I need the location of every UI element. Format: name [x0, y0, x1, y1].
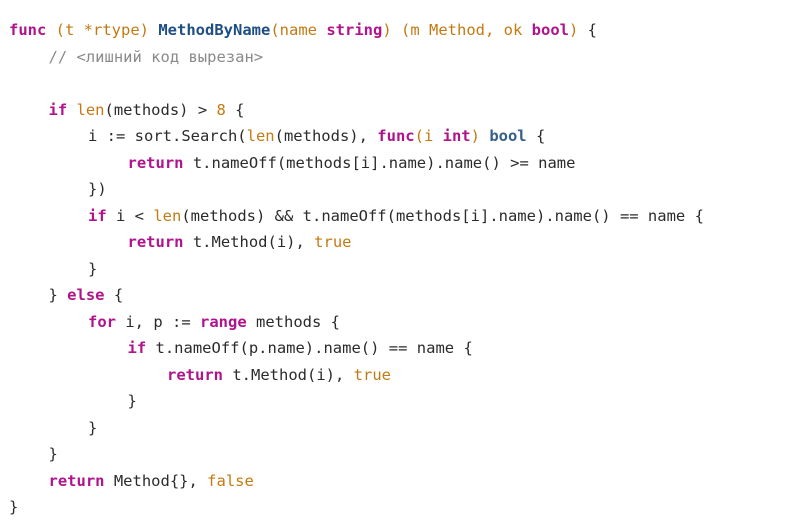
code-token: i < — [106, 206, 154, 225]
code-line: } — [9, 415, 704, 442]
code-line: } — [9, 256, 704, 283]
code-token: return — [127, 233, 184, 251]
code-token: { — [225, 100, 245, 119]
code-token: return — [127, 153, 184, 172]
code-token: } — [88, 259, 98, 278]
code-token: false — [207, 471, 254, 490]
code-line: i := sort.Search(len(methods), func(i in… — [9, 123, 704, 150]
code-line: if len(methods) > 8 { — [9, 97, 704, 124]
code-token: t.nameOff(methods[i].name).name() >= nam… — [183, 153, 576, 172]
code-token: ) — [382, 21, 392, 39]
code-token — [149, 21, 158, 39]
code-line: } else { — [9, 282, 704, 309]
code-token: { — [578, 21, 598, 39]
code-token: len — [246, 127, 275, 145]
code-line: } — [9, 388, 704, 415]
code-block: func (t *rtype) MethodByName(name string… — [9, 17, 704, 521]
code-token: func — [377, 127, 415, 145]
code-token: i := sort.Search( — [88, 127, 247, 145]
code-token: MethodByName — [158, 21, 271, 39]
code-token: bool — [531, 21, 569, 39]
code-token: { — [526, 127, 546, 145]
code-token: if — [127, 339, 147, 357]
code-token: (name — [270, 21, 327, 39]
code-token: }) — [88, 180, 107, 198]
code-token: true — [353, 365, 391, 384]
code-token: (i — [414, 127, 443, 145]
code-token — [67, 101, 76, 119]
code-token: (t *rtype) — [55, 21, 149, 39]
code-token: } — [48, 286, 68, 304]
code-token: t.Method(i), — [183, 233, 315, 251]
code-token: } — [88, 418, 98, 437]
code-line: } — [9, 441, 704, 468]
code-token: ) — [470, 127, 480, 145]
code-line — [9, 70, 704, 97]
code-token: 8 — [216, 100, 226, 119]
code-token: t.nameOff(p.name).name() == name { — [146, 339, 473, 357]
code-token: if — [48, 100, 68, 119]
code-token: (m Method, ok — [401, 21, 532, 39]
code-token — [46, 21, 55, 39]
code-token: else — [67, 286, 105, 304]
code-token: // <лишний код вырезан> — [48, 47, 264, 66]
code-token: ) — [569, 21, 579, 39]
code-token: for — [88, 312, 116, 331]
code-token: len — [76, 100, 105, 119]
code-token: methods { — [246, 312, 340, 331]
code-token: { — [104, 286, 124, 304]
code-line: if t.nameOff(p.name).name() == name { — [9, 335, 704, 362]
code-token: } — [9, 498, 19, 516]
code-token: len — [153, 206, 182, 225]
code-token: } — [127, 392, 137, 410]
code-line: return t.Method(i), true — [9, 362, 704, 389]
code-line: func (t *rtype) MethodByName(name string… — [9, 17, 704, 44]
code-token: string — [326, 21, 383, 39]
code-line: }) — [9, 176, 704, 203]
code-token: return — [167, 365, 223, 384]
code-token: (methods) > — [104, 100, 217, 119]
code-token — [392, 21, 401, 39]
code-token: (methods), — [274, 127, 378, 145]
code-line: return t.Method(i), true — [9, 229, 704, 256]
code-token: range — [200, 312, 247, 331]
code-token: if — [88, 206, 107, 225]
code-token: (methods) && t.nameOff(methods[i].name).… — [181, 206, 704, 225]
code-token: bool — [489, 127, 527, 145]
code-token: int — [442, 127, 471, 145]
code-line: // <лишний код вырезан> — [9, 44, 704, 71]
code-token — [480, 127, 489, 145]
code-token: func — [9, 21, 47, 39]
code-line: } — [9, 494, 704, 521]
code-token: i, p := — [116, 312, 200, 331]
code-line: return t.nameOff(methods[i].name).name()… — [9, 150, 704, 177]
code-line: for i, p := range methods { — [9, 309, 704, 336]
code-token: return — [48, 471, 105, 490]
code-line: return Method{}, false — [9, 468, 704, 495]
code-token: t.Method(i), — [223, 365, 354, 384]
code-line: if i < len(methods) && t.nameOff(methods… — [9, 203, 704, 230]
code-token: Method{}, — [104, 471, 208, 490]
code-token: true — [314, 233, 352, 251]
code-token: } — [48, 445, 58, 463]
